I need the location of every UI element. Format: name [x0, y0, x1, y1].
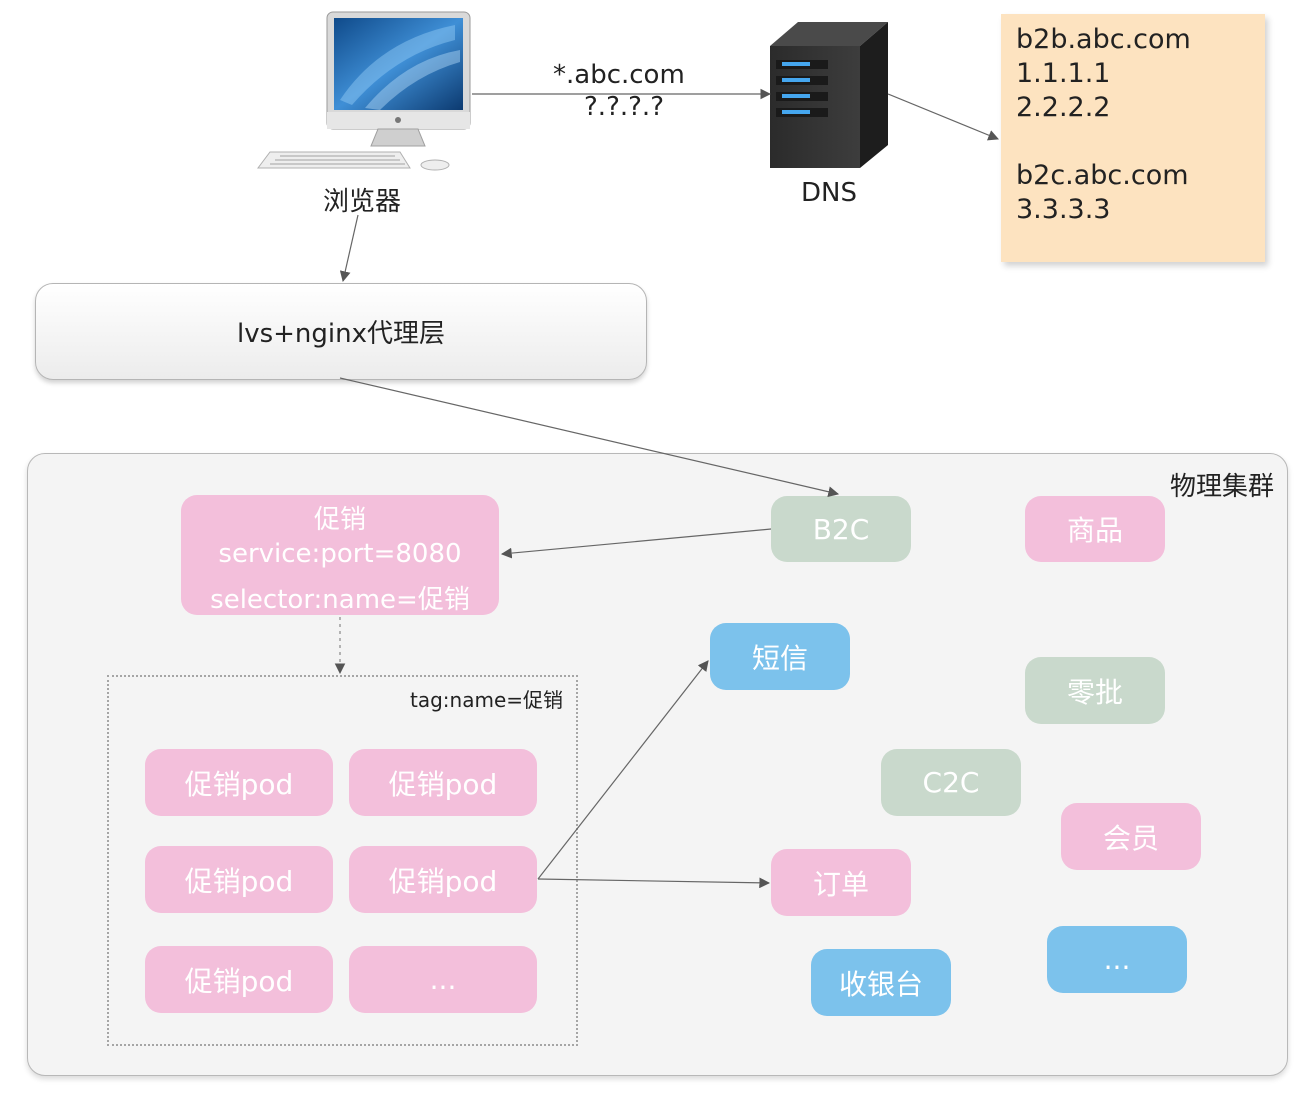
- service-cashier: 收银台: [811, 949, 951, 1016]
- service-goods: 商品: [1025, 496, 1165, 562]
- service-more: ...: [1047, 926, 1187, 993]
- record-ip: 1.1.1.1: [1016, 58, 1111, 89]
- dns-records-note: b2b.abc.com 1.1.1.1 2.2.2.2 b2c.abc.com …: [1001, 14, 1265, 262]
- promo-pod: 促销pod: [145, 946, 333, 1013]
- service-member: 会员: [1061, 803, 1201, 870]
- promo-pod: 促销pod: [145, 749, 333, 816]
- record-domain: b2c.abc.com: [1016, 160, 1189, 191]
- promo-pod: 促销pod: [349, 749, 537, 816]
- service-b2c: B2C: [771, 496, 911, 562]
- computer-icon: [257, 11, 471, 171]
- promo-pod-more: ...: [349, 946, 537, 1013]
- service-c2c: C2C: [881, 749, 1021, 816]
- record-domain: b2b.abc.com: [1016, 24, 1191, 55]
- dns-query-ip: ?.?.?.?: [584, 92, 664, 122]
- cluster-title: 物理集群: [1169, 472, 1274, 502]
- proxy-layer: lvs+nginx代理层: [35, 283, 647, 380]
- promo-pod: 促销pod: [145, 846, 333, 913]
- service-retail: 零批: [1025, 657, 1165, 724]
- record-ip: 2.2.2.2: [1016, 92, 1111, 123]
- promo-pod: 促销pod: [349, 846, 537, 913]
- service-sms: 短信: [710, 623, 850, 690]
- promo-service: 促销 service:port=8080 selector:name=促销: [181, 495, 499, 615]
- dns-label: DNS: [801, 178, 857, 208]
- dns-query-domain: *.abc.com: [553, 60, 685, 90]
- promo-service-port: service:port=8080: [218, 539, 462, 569]
- server-icon: [770, 22, 888, 168]
- promo-service-name: 促销: [313, 505, 366, 535]
- promo-service-selector: selector:name=促销: [210, 585, 470, 615]
- browser-label: 浏览器: [323, 187, 402, 217]
- pod-group-tag: tag:name=促销: [410, 688, 564, 712]
- record-ip: 3.3.3.3: [1016, 194, 1111, 225]
- service-order: 订单: [771, 849, 911, 916]
- proxy-label: lvs+nginx代理层: [236, 319, 445, 349]
